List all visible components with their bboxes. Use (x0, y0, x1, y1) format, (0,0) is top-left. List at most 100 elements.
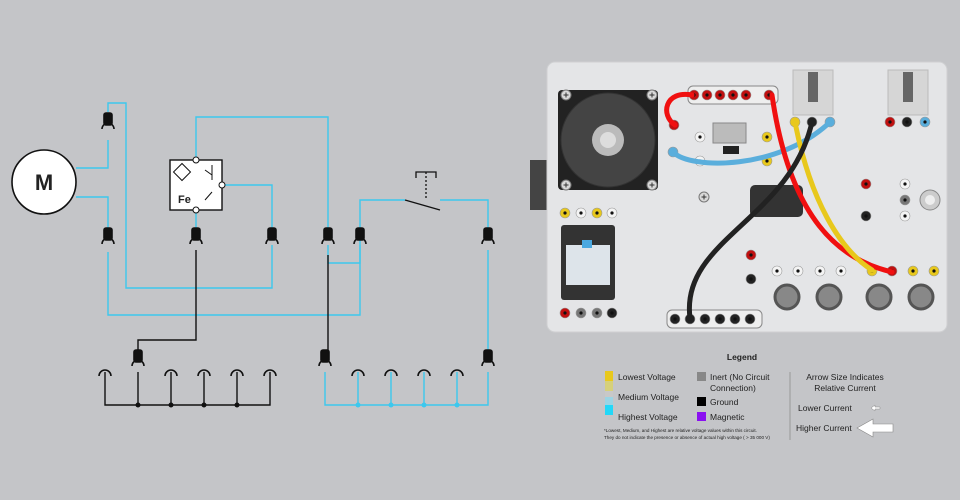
banana-jack[interactable] (714, 89, 726, 101)
banana-jack[interactable] (899, 194, 911, 206)
banana-jack[interactable] (907, 265, 919, 277)
banana-jack[interactable] (744, 313, 756, 325)
wire (107, 102, 273, 289)
small-arrow-icon (870, 404, 881, 412)
banana-jack[interactable] (745, 249, 757, 261)
legend-inert-line2: Connection) (710, 383, 756, 393)
banana-jack[interactable] (740, 89, 752, 101)
screw-icon (646, 179, 658, 191)
banana-jack[interactable] (835, 265, 847, 277)
pushbuttons[interactable] (773, 283, 935, 311)
plug-connector (101, 227, 115, 245)
screw-icon (560, 179, 572, 191)
banana-jack[interactable] (559, 307, 571, 319)
plug-connector (353, 227, 367, 245)
socket-connector (230, 369, 244, 377)
banana-jack[interactable] (606, 307, 618, 319)
wire (222, 184, 273, 230)
legend-footnote: *Lowest, Medium, and Highest are relativ… (604, 428, 757, 433)
wire (324, 372, 489, 406)
banana-jack[interactable] (860, 210, 872, 222)
socket-connector (450, 369, 464, 377)
banana-jack[interactable] (899, 210, 911, 222)
socket-connector (351, 369, 365, 377)
ground-wires (104, 250, 329, 406)
banana-jack[interactable] (575, 207, 587, 219)
banana-jack[interactable] (860, 178, 872, 190)
solenoid (750, 185, 803, 217)
pushbutton-switch-symbol (404, 171, 441, 211)
banana-jack[interactable] (928, 265, 940, 277)
screw-icon (698, 191, 710, 203)
wire (107, 245, 361, 316)
screw-icon (646, 89, 658, 101)
plug-connector (481, 227, 495, 245)
banana-jack[interactable] (699, 313, 711, 325)
socket-connector (98, 369, 112, 377)
large-arrow-icon (856, 418, 894, 438)
motor-symbol: M (11, 149, 77, 215)
screw-icon (560, 89, 572, 101)
banana-jack[interactable] (559, 207, 571, 219)
plug-connector (481, 349, 495, 367)
trainer-panel (530, 61, 948, 333)
wire (76, 140, 109, 169)
banana-jack[interactable] (792, 265, 804, 277)
banana-jack[interactable] (714, 313, 726, 325)
banana-jack[interactable] (884, 116, 896, 128)
banana-jack[interactable] (814, 265, 826, 277)
wire (327, 199, 405, 264)
banana-jack[interactable] (591, 307, 603, 319)
plug-connector (131, 349, 145, 367)
legend-arrow-title-line2: Relative Current (814, 383, 876, 393)
plug-connector (189, 227, 203, 245)
socket-connector (197, 369, 211, 377)
socket-connector (263, 369, 277, 377)
banana-jack[interactable] (694, 131, 706, 143)
plug-connector (265, 227, 279, 245)
legend-arrow-title: Arrow Size Indicates (806, 372, 883, 382)
banana-jack[interactable] (575, 307, 587, 319)
legend-title: Legend (727, 352, 757, 362)
banana-jack[interactable] (901, 116, 913, 128)
banana-jack[interactable] (727, 89, 739, 101)
junction-dots-blue (355, 402, 460, 408)
wire (195, 116, 329, 230)
banana-jack[interactable] (899, 178, 911, 190)
socket-connector (417, 369, 431, 377)
wire (440, 199, 489, 230)
socket-connector (164, 369, 178, 377)
legend-highest-voltage: Highest Voltage (618, 412, 678, 422)
plug-connector (321, 227, 335, 245)
legend-medium-voltage: Medium Voltage (618, 392, 679, 402)
banana-jack[interactable] (669, 313, 681, 325)
legend-magnetic: Magnetic (710, 412, 745, 422)
banana-jack[interactable] (761, 131, 773, 143)
plug-connector (318, 349, 332, 367)
sensor-label: Fe (178, 194, 191, 206)
cooling-fan (558, 90, 658, 190)
banana-jack[interactable] (606, 207, 618, 219)
patch-cables (664, 91, 895, 321)
banana-jack[interactable] (771, 265, 783, 277)
wire (76, 196, 109, 230)
banana-jack[interactable] (591, 207, 603, 219)
socket-connector (384, 369, 398, 377)
banana-jack[interactable] (701, 89, 713, 101)
banana-jack[interactable] (745, 273, 757, 285)
legend-lowest-voltage: Lowest Voltage (618, 372, 676, 382)
connector-sockets (98, 112, 495, 377)
nut-icon (919, 189, 941, 211)
legend: Legend Lowest Voltage Medium Voltage Hig… (604, 352, 894, 440)
motor-label: M (35, 170, 53, 195)
legend-inert: Inert (No Circuit (710, 372, 770, 382)
banana-jack[interactable] (729, 313, 741, 325)
plug-connector (101, 112, 115, 130)
legend-higher-current: Higher Current (796, 423, 852, 433)
legend-footnote-line2: They do not indicate the presence or abs… (604, 435, 770, 440)
contactor (712, 122, 747, 144)
inductive-sensor-symbol: Fe (169, 156, 226, 214)
legend-lower-current: Lower Current (798, 403, 852, 413)
banana-jack[interactable] (919, 116, 931, 128)
